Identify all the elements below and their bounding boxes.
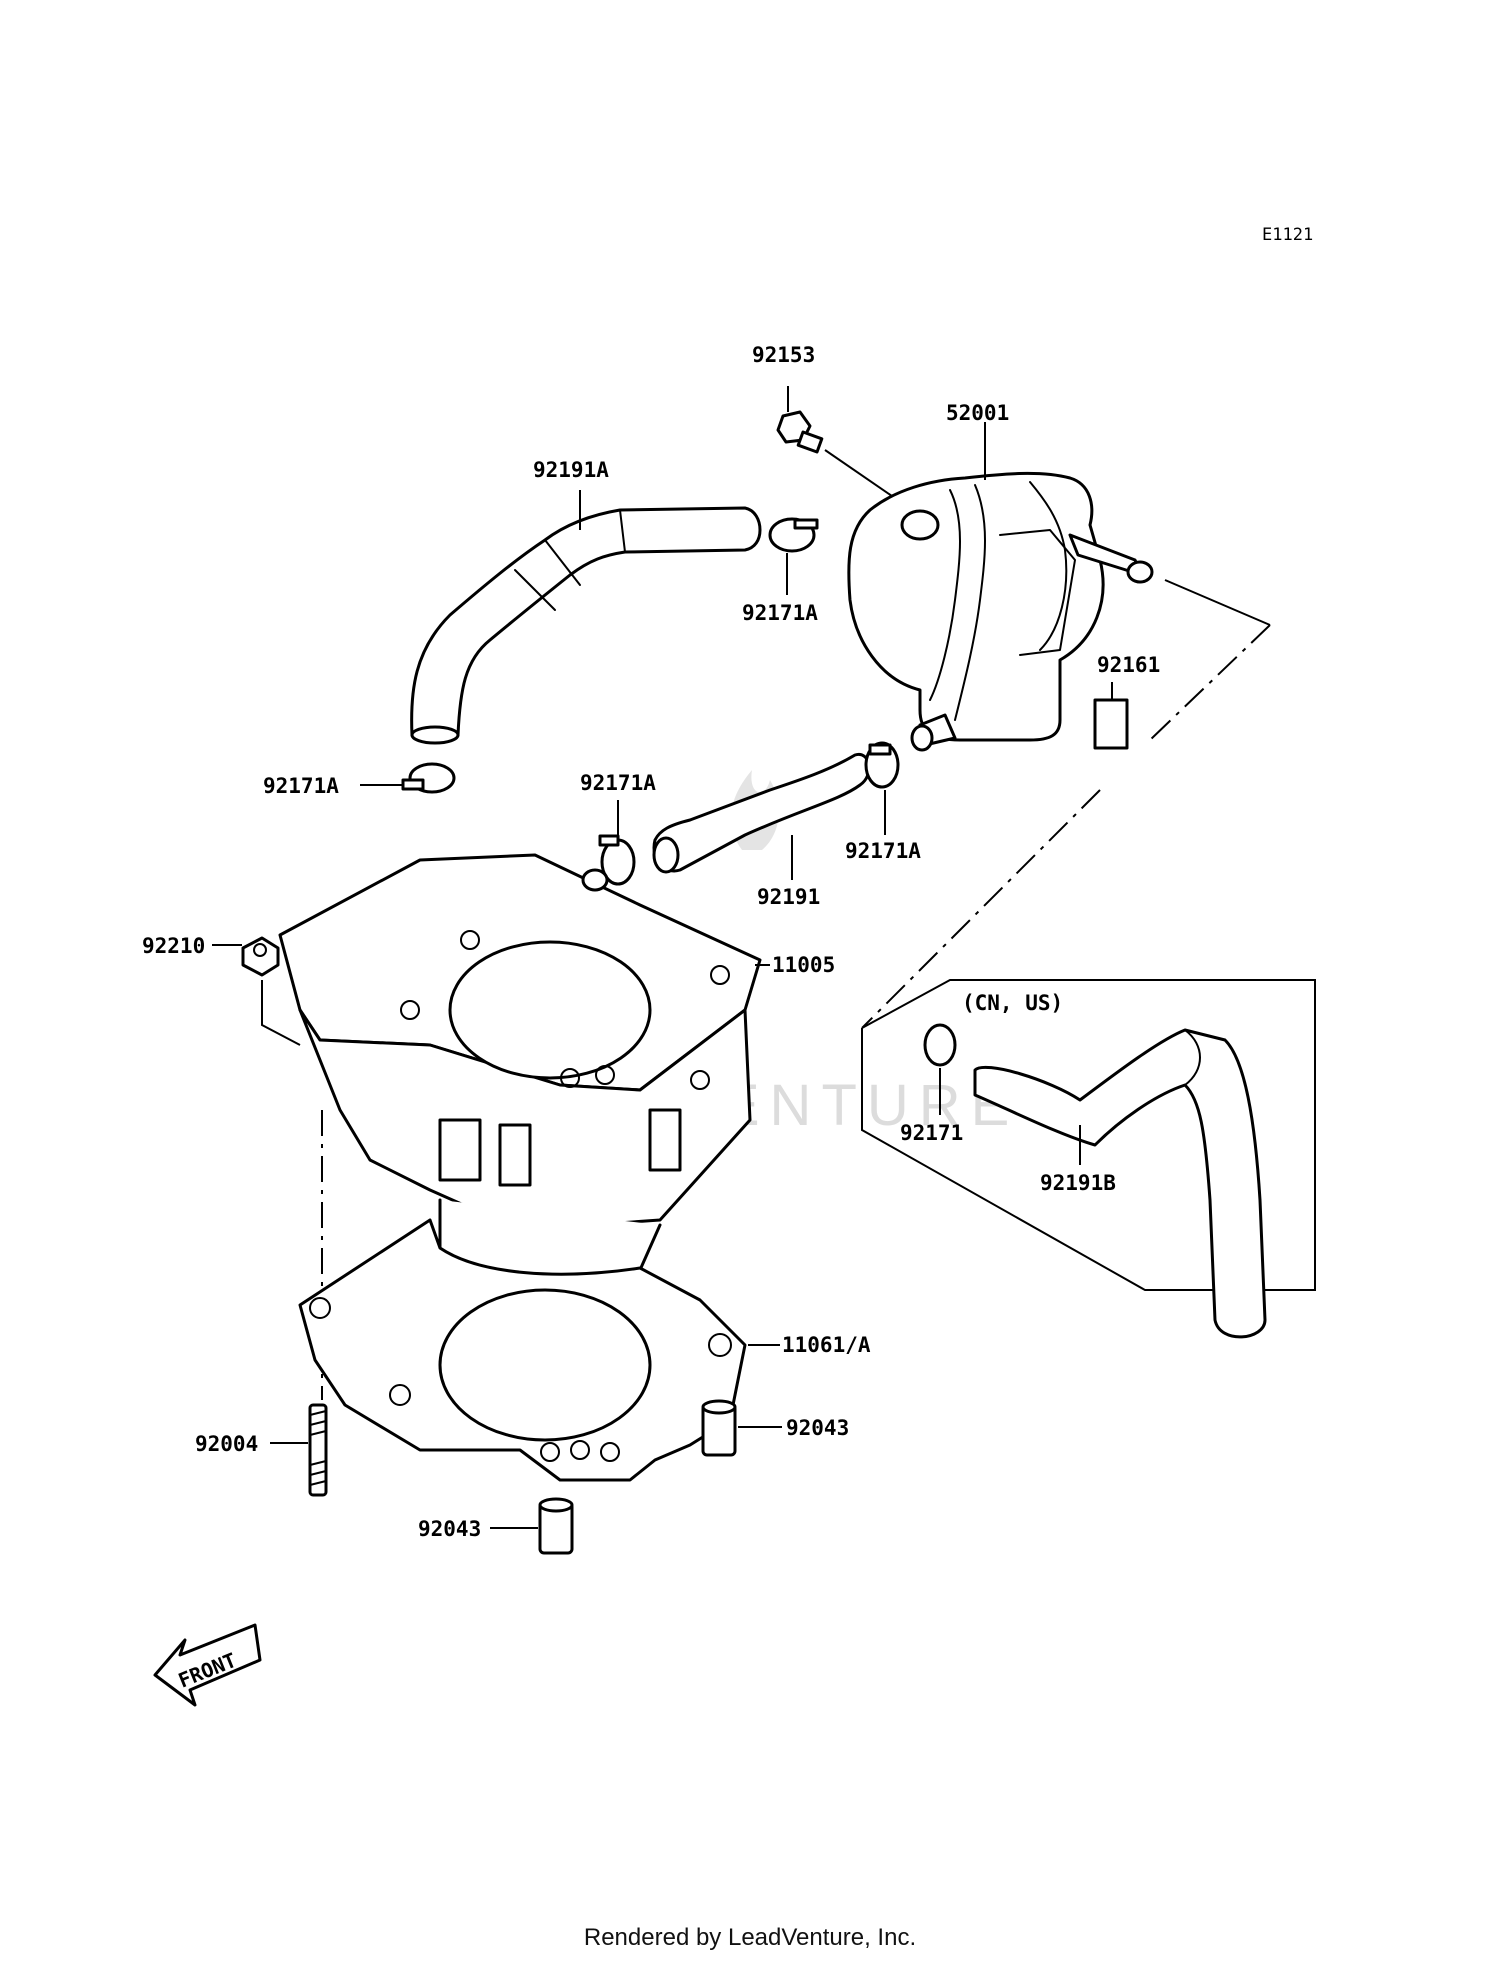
label-11061A[interactable]: 11061/A (782, 1333, 871, 1357)
label-92210[interactable]: 92210 (142, 934, 205, 958)
label-92171A-right[interactable]: 92171A (845, 839, 921, 863)
inset-note: (CN, US) (962, 991, 1063, 1015)
cylinder-11005[interactable] (278, 853, 762, 1282)
dowel-92043-left[interactable] (538, 1497, 574, 1555)
label-92043-right[interactable]: 92043 (786, 1416, 849, 1440)
inset-box (861, 579, 1316, 1291)
clip-92171A-top[interactable] (768, 517, 819, 553)
label-92191A[interactable]: 92191A (533, 458, 609, 482)
label-92161[interactable]: 92161 (1097, 653, 1160, 677)
label-92004[interactable]: 92004 (195, 1432, 258, 1456)
dowel-92043-right[interactable] (701, 1399, 737, 1457)
label-92191[interactable]: 92191 (757, 885, 820, 909)
bolt-92153[interactable] (776, 410, 824, 454)
hose-92191B[interactable] (973, 1028, 1267, 1339)
footer-credit: Rendered by LeadVenture, Inc. (583, 1924, 917, 1951)
label-92171A-top[interactable]: 92171A (742, 601, 818, 625)
label-52001[interactable]: 52001 (946, 401, 1009, 425)
hose-92191[interactable] (652, 752, 871, 874)
gasket-11061A[interactable] (298, 1218, 747, 1482)
clip-92171A-right[interactable] (864, 741, 900, 789)
nut-92210[interactable] (241, 936, 280, 977)
clip-92171A-left[interactable] (401, 762, 456, 794)
label-92171A-mid[interactable]: 92171A (580, 771, 656, 795)
reed-valve-52001[interactable] (847, 471, 1154, 752)
label-92043-left[interactable]: 92043 (418, 1517, 481, 1541)
hose-92191A[interactable] (410, 506, 762, 745)
label-11005[interactable]: 11005 (772, 953, 835, 977)
clip-92171[interactable] (923, 1023, 957, 1067)
block-92161[interactable] (1093, 698, 1129, 750)
stud-92004[interactable] (308, 1403, 328, 1497)
label-92171A-left[interactable]: 92171A (263, 774, 339, 798)
label-92171[interactable]: 92171 (900, 1121, 963, 1145)
diagram-code: E1121 (1262, 225, 1313, 245)
label-92191B[interactable]: 92191B (1040, 1171, 1116, 1195)
front-arrow: FRONT (153, 1623, 262, 1707)
label-92153[interactable]: 92153 (752, 343, 815, 367)
